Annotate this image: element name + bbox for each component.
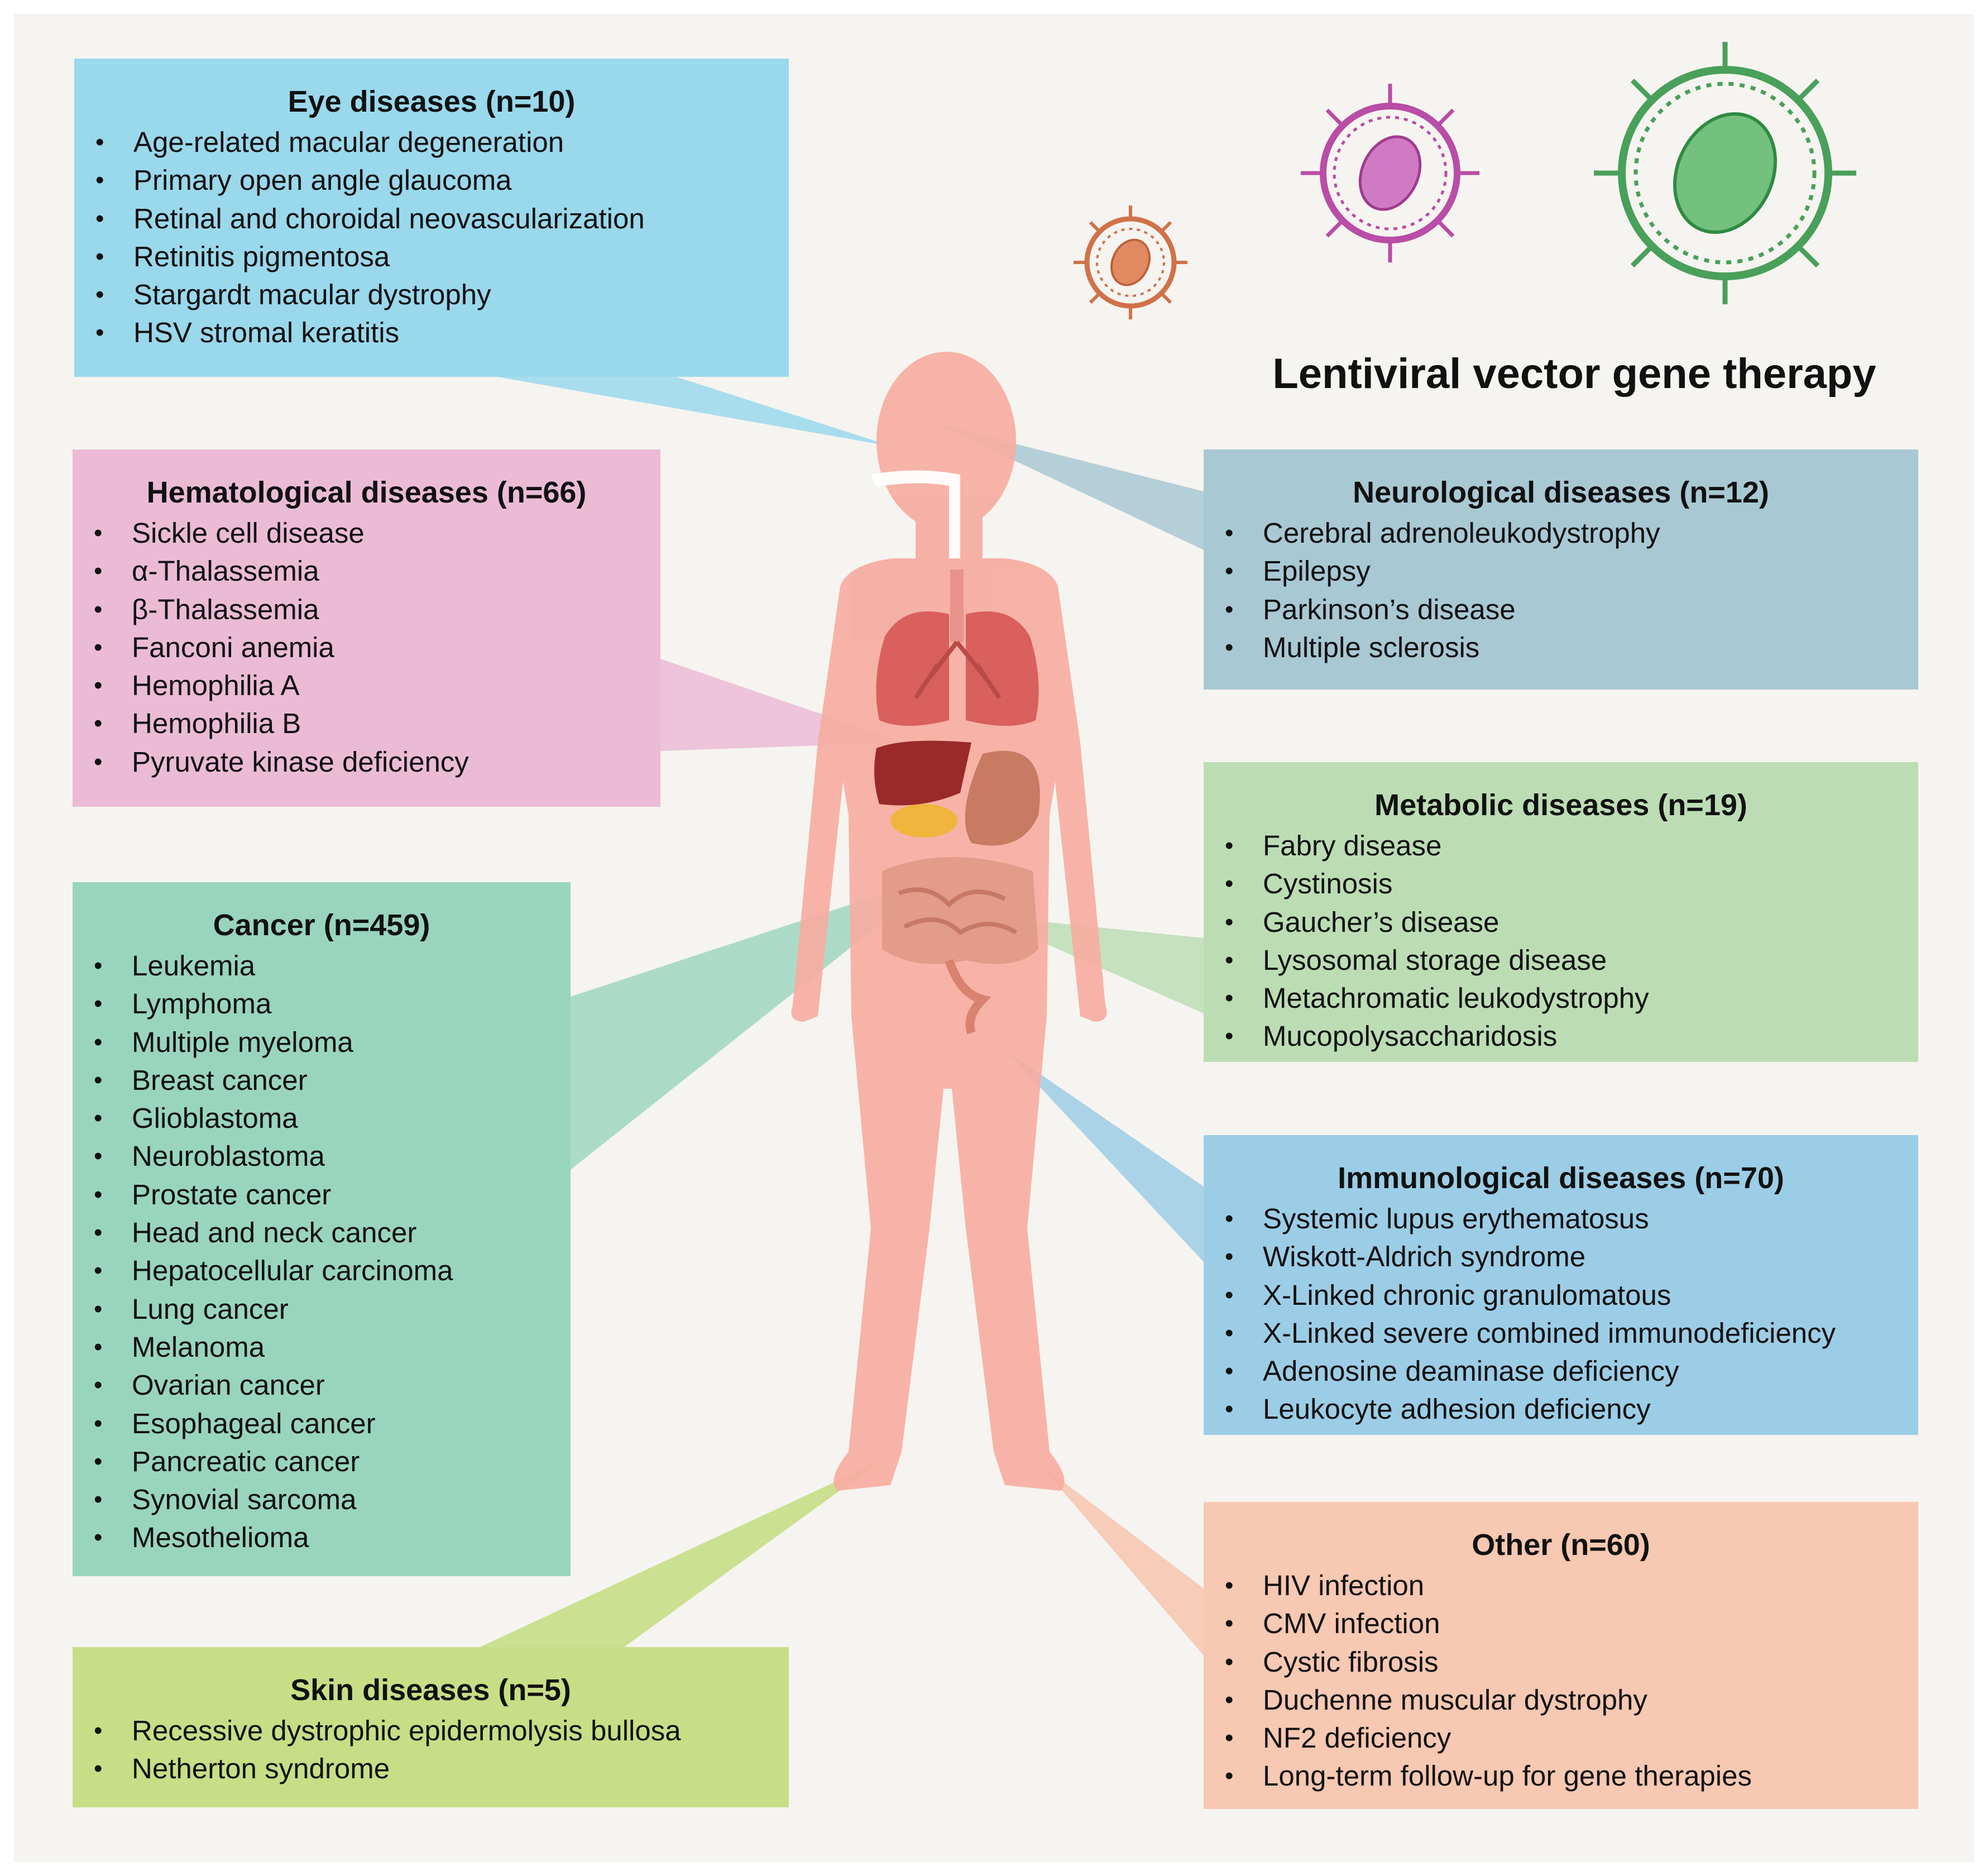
skin-callout-wedge: [477, 1460, 882, 1648]
list-item: Hemophilia A: [73, 667, 660, 705]
list-item: Leukocyte adhesion deficiency: [1204, 1390, 1918, 1429]
other-box: Other (n=60) HIV infection CMV infection…: [1204, 1502, 1918, 1809]
hematological-diseases-box: Hematological diseases (n=66) Sickle cel…: [73, 449, 660, 807]
skin-diseases-box: Skin diseases (n=5) Recessive dystrophic…: [73, 1647, 789, 1807]
list-item: Gaucher’s disease: [1204, 903, 1918, 942]
list-item: Fanconi anemia: [73, 629, 660, 667]
hematological-diseases-heading: Hematological diseases (n=66): [146, 476, 587, 509]
skin-diseases-list: Recessive dystrophic epidermolysis bullo…: [73, 1712, 789, 1788]
list-item: Lung cancer: [73, 1290, 571, 1329]
list-item: Ovarian cancer: [73, 1366, 571, 1405]
immunological-diseases-box: Immunological diseases (n=70) Systemic l…: [1204, 1135, 1918, 1435]
other-callout-wedge: [1038, 1463, 1204, 1655]
list-item: Synovial sarcoma: [73, 1481, 571, 1519]
cancer-callout-wedge: [571, 874, 943, 1170]
list-item: Leukemia: [73, 947, 571, 985]
cancer-heading: Cancer (n=459): [213, 908, 430, 942]
list-item: HIV infection: [1204, 1567, 1918, 1605]
list-item: Mucopolysaccharidosis: [1204, 1017, 1918, 1056]
medium-virus-icon: [1301, 84, 1479, 262]
list-item: Systemic lupus erythematosus: [1204, 1200, 1918, 1238]
list-item: Cerebral adrenoleukodystrophy: [1204, 514, 1918, 553]
immunological-diseases-heading: Immunological diseases (n=70): [1338, 1161, 1784, 1195]
list-item: HSV stromal keratitis: [74, 314, 789, 352]
list-item: Hemophilia B: [73, 705, 660, 743]
list-item: Cystinosis: [1204, 865, 1918, 903]
list-item: Fabry disease: [1204, 827, 1918, 865]
other-list: HIV infection CMV infection Cystic fibro…: [1204, 1567, 1918, 1796]
eye-diseases-list: Age-related macular degeneration Primary…: [74, 123, 789, 352]
list-item: X-Linked chronic granulomatous: [1204, 1276, 1918, 1315]
list-item: Prostate cancer: [73, 1176, 571, 1214]
list-item: β-Thalassemia: [73, 591, 660, 629]
list-item: Age-related macular degeneration: [74, 123, 789, 162]
list-item: Stargardt macular dystrophy: [74, 276, 789, 314]
list-item: Primary open angle glaucoma: [74, 161, 789, 200]
large-virus-icon: [1594, 42, 1856, 304]
metabolic-diseases-list: Fabry disease Cystinosis Gaucher’s disea…: [1204, 827, 1918, 1056]
trachea-icon: [950, 570, 964, 642]
list-item: X-Linked severe combined immunodeficienc…: [1204, 1314, 1918, 1353]
list-item: Neuroblastoma: [73, 1137, 571, 1176]
list-item: CMV infection: [1204, 1605, 1918, 1643]
list-item: Multiple sclerosis: [1204, 629, 1918, 667]
hematological-diseases-list: Sickle cell disease α-Thalassemia β-Thal…: [73, 514, 660, 781]
list-item: Breast cancer: [73, 1061, 571, 1100]
cancer-box: Cancer (n=459) Leukemia Lymphoma Multipl…: [73, 882, 571, 1576]
list-item: Mesothelioma: [73, 1519, 571, 1557]
list-item: Duchenne muscular dystrophy: [1204, 1681, 1918, 1720]
figure-title: Lentiviral vector gene therapy: [1272, 350, 1876, 398]
metabolic-diseases-heading: Metabolic diseases (n=19): [1374, 788, 1747, 822]
airway-icon: [871, 470, 960, 558]
list-item: Lymphoma: [73, 985, 571, 1023]
intestines-icon: [882, 857, 1038, 1035]
skin-diseases-heading: Skin diseases (n=5): [290, 1673, 571, 1707]
lungs-icon: [876, 611, 1039, 726]
list-item: Recessive dystrophic epidermolysis bullo…: [73, 1712, 789, 1750]
list-item: Esophageal cancer: [73, 1405, 571, 1443]
list-item: Retinal and choroidal neovascularization: [74, 200, 789, 238]
list-item: Multiple myeloma: [73, 1023, 571, 1062]
pancreas-icon: [890, 804, 957, 838]
neurological-diseases-box: Neurological diseases (n=12) Cerebral ad…: [1204, 449, 1918, 690]
other-heading: Other (n=60): [1472, 1528, 1650, 1562]
list-item: Sickle cell disease: [73, 514, 660, 553]
list-item: NF2 deficiency: [1204, 1719, 1918, 1758]
list-item: Metachromatic leukodystrophy: [1204, 979, 1918, 1018]
list-item: Retinitis pigmentosa: [74, 238, 789, 276]
list-item: Epilepsy: [1204, 552, 1918, 591]
list-item: Long-term follow-up for gene therapies: [1204, 1757, 1918, 1796]
eye-diseases-heading: Eye diseases (n=10): [288, 85, 576, 118]
list-item: Head and neck cancer: [73, 1214, 571, 1252]
neurological-diseases-heading: Neurological diseases (n=12): [1353, 476, 1769, 509]
list-item: Adenosine deaminase deficiency: [1204, 1352, 1918, 1391]
eye-callout-wedge: [491, 376, 893, 447]
metabolic-diseases-box: Metabolic diseases (n=19) Fabry disease …: [1204, 762, 1918, 1062]
list-item: α-Thalassemia: [73, 552, 660, 591]
list-item: Wiskott-Aldrich syndrome: [1204, 1238, 1918, 1276]
list-item: Lysosomal storage disease: [1204, 941, 1918, 980]
liver-icon: [874, 740, 971, 806]
immunological-callout-wedge: [1005, 1050, 1204, 1262]
list-item: Pancreatic cancer: [73, 1443, 571, 1481]
neurological-diseases-list: Cerebral adrenoleukodystrophy Epilepsy P…: [1204, 514, 1918, 667]
list-item: Melanoma: [73, 1328, 571, 1367]
list-item: Hepatocellular carcinoma: [73, 1252, 571, 1290]
small-virus-icon: [1074, 205, 1187, 319]
list-item: Glioblastoma: [73, 1099, 571, 1138]
immunological-diseases-list: Systemic lupus erythematosus Wiskott-Ald…: [1204, 1200, 1918, 1429]
list-item: Pyruvate kinase deficiency: [73, 743, 660, 782]
cancer-list: Leukemia Lymphoma Multiple myeloma Breas…: [73, 947, 571, 1557]
list-item: Cystic fibrosis: [1204, 1643, 1918, 1682]
stomach-icon: [965, 750, 1040, 846]
list-item: Netherton syndrome: [73, 1750, 789, 1788]
list-item: Parkinson’s disease: [1204, 591, 1918, 629]
eye-diseases-box: Eye diseases (n=10) Age-related macular …: [74, 59, 789, 377]
